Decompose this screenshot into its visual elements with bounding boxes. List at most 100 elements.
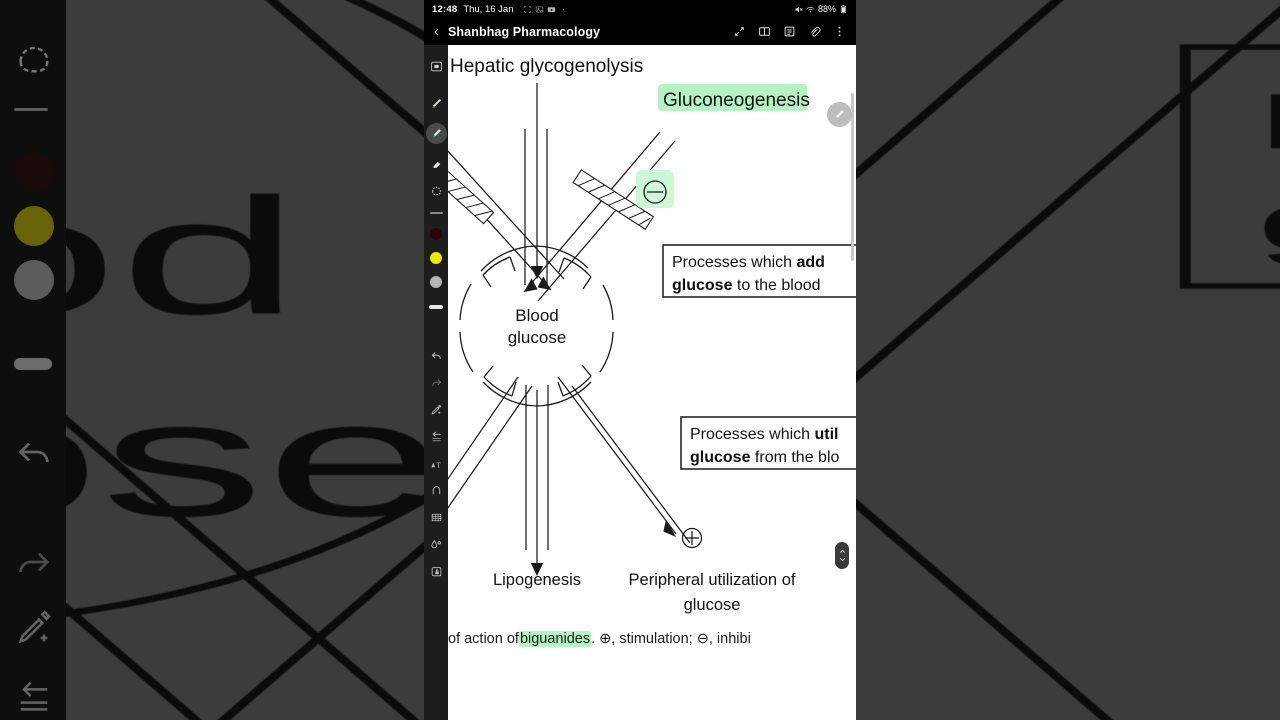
gluconeogenesis-label: Gluconeogenesis — [663, 90, 810, 111]
document-area: T — [424, 45, 856, 720]
caption-pre: of action of — [448, 631, 519, 647]
shape-icon — [432, 486, 440, 495]
page-title: Shanbhag Pharmacology — [448, 24, 601, 39]
youtube-icon — [548, 6, 556, 12]
straighten-icon — [431, 431, 441, 442]
straighten-icon-bg — [20, 681, 48, 711]
redo-button[interactable] — [424, 369, 448, 396]
peripheral-label-line2: glucose — [684, 596, 741, 614]
divider — [429, 212, 443, 214]
edit-pen-fab[interactable] — [827, 102, 852, 127]
arrowhead-lipogenesis — [530, 563, 544, 576]
legend-utilize-box: Processes which util glucose from the bl… — [680, 416, 856, 470]
undo-button[interactable] — [424, 342, 448, 369]
color-swatch-grey[interactable] — [424, 270, 448, 294]
rail-divider — [424, 204, 448, 222]
dual-page-icon[interactable] — [758, 25, 771, 38]
redo-icon-bg — [19, 552, 50, 573]
pen-tool[interactable] — [424, 90, 448, 117]
back-button[interactable]: ‹ — [434, 23, 439, 40]
legend-util-line1-bold: util — [815, 426, 839, 443]
fullscreen-icon[interactable] — [733, 25, 746, 38]
color-swatch-yellow[interactable] — [424, 246, 448, 270]
text-tool[interactable]: T — [424, 450, 448, 477]
text-icon: T — [431, 461, 441, 469]
app-bar: ‹ Shanbhag Pharmacology — [424, 18, 856, 45]
status-time: 12:48 — [432, 3, 458, 15]
select-screen-icon — [430, 61, 442, 72]
pen-icon — [432, 98, 441, 108]
lasso-tool[interactable] — [424, 177, 448, 204]
background-tool-rail — [0, 0, 66, 720]
gallery-icon — [536, 6, 544, 12]
mute-icon — [795, 6, 803, 12]
plus-sign-circle — [681, 527, 703, 549]
battery-icon — [840, 4, 847, 13]
eraser-tool[interactable] — [424, 150, 448, 177]
eraser-icon — [432, 161, 440, 168]
lock-icon — [431, 567, 441, 577]
more-dot-icon — [563, 8, 565, 10]
swatch-grey-dot — [430, 276, 442, 288]
image-tool[interactable] — [424, 504, 448, 531]
page-jump-pill[interactable] — [835, 542, 849, 569]
straighten-tool[interactable] — [424, 423, 448, 450]
color-swatch-grey-bg — [14, 260, 54, 300]
svg-text:glucose to the blood: glucose to the blood — [672, 277, 821, 294]
blood-glucose-label-line1: Blood — [515, 306, 558, 325]
color-swatch-dark-red-bg — [14, 152, 54, 192]
overflow-menu-icon[interactable] — [833, 25, 846, 38]
highlighter-icon — [432, 129, 441, 138]
highlighter-tool[interactable] — [424, 120, 448, 147]
legend-util-line2-bold: glucose — [690, 449, 751, 466]
arrowhead-right-in — [524, 278, 538, 292]
chevron-up-icon — [839, 549, 845, 553]
ai-pen-icon-bg — [18, 610, 51, 644]
arrowhead-peripheral — [663, 519, 676, 537]
diagram-heading-text: Hepatic glycogenolysis — [450, 56, 643, 77]
select-screen-tool[interactable] — [424, 53, 448, 80]
redo-icon — [431, 379, 441, 386]
pencil-icon — [836, 110, 844, 118]
pdf-page[interactable]: Hepatic glycogenolysis Gluconeogenesis — [448, 45, 856, 720]
fill-icon — [430, 539, 441, 549]
peripheral-label-line1: Peripheral utilization of — [629, 571, 796, 589]
chevron-down-icon — [839, 558, 845, 562]
stroke-thickness-bg — [14, 358, 52, 370]
arrowhead-center — [530, 266, 544, 279]
svg-text:Processes which add: Processes which add — [1258, 78, 1280, 165]
svg-text:Processes which util: Processes which util — [690, 426, 839, 443]
fill-tool[interactable] — [424, 531, 448, 558]
color-swatch-yellow-bg — [14, 206, 54, 246]
gluconeogenesis-highlight — [658, 84, 807, 111]
screenshot-icon — [524, 5, 532, 13]
plus-sign-cross — [685, 531, 699, 545]
ai-pen-icon — [431, 404, 441, 415]
undo-icon — [431, 352, 441, 359]
contents-icon[interactable] — [783, 25, 796, 38]
caption-post: . ⊕, stimulation; ⊖, inhibi — [591, 631, 751, 647]
blood-glucose-label-line2: glucose — [508, 328, 567, 347]
figure-caption: of action of biguanides. ⊕, stimulation;… — [448, 624, 856, 654]
attachment-icon[interactable] — [808, 25, 821, 38]
tool-rail: T — [424, 45, 448, 720]
inhibition-hatch-left — [448, 159, 495, 225]
wifi-icon — [806, 6, 815, 12]
lock-tool[interactable] — [424, 558, 448, 585]
shape-tool[interactable] — [424, 477, 448, 504]
legend-util-line2-plain: from the blo — [750, 449, 839, 466]
stroke-thickness-bar — [429, 305, 443, 309]
svg-text:glucose from the blo: glucose from the blo — [690, 449, 840, 466]
caption-highlight-biguanides: biguanides — [518, 631, 592, 647]
svg-text:Processes which add: Processes which add — [672, 254, 825, 271]
swatch-dark-red-dot — [430, 228, 442, 240]
vertical-scrollbar[interactable] — [851, 93, 854, 261]
color-swatch-dark-red[interactable] — [424, 222, 448, 246]
svg-text:glucose to the blood: glucose to the blood — [1258, 179, 1280, 266]
stroke-thickness-control[interactable] — [424, 294, 448, 320]
minus-sign-circle — [643, 180, 667, 204]
inhibition-hatch-right — [572, 169, 655, 231]
legend-add-line2-plain: to the blood — [732, 277, 820, 294]
ai-pen-tool[interactable] — [424, 396, 448, 423]
